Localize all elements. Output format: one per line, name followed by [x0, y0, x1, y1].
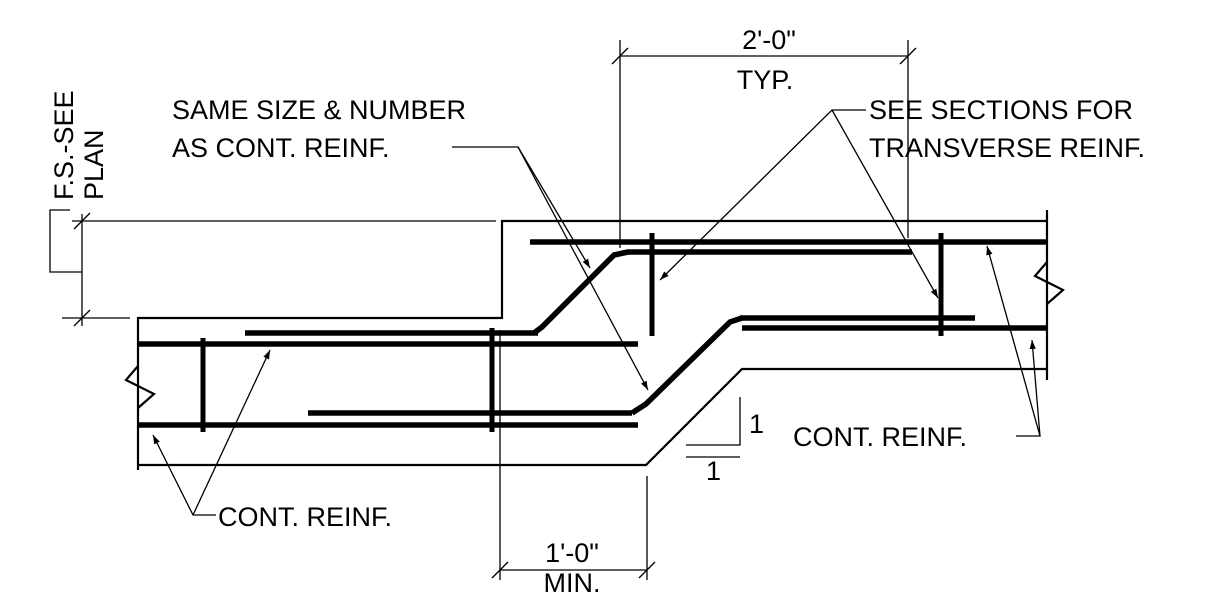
slope-symbol: [686, 397, 741, 458]
leaders: [152, 109, 1041, 516]
slope-run-label: 1: [706, 456, 721, 486]
leader-cont-reinf-left-2: [192, 349, 271, 516]
fs-label-line1: F.S.-SEE: [49, 90, 79, 200]
same-size-label-line1: SAME SIZE & NUMBER: [172, 95, 466, 125]
break-symbol-right: [1033, 261, 1065, 305]
transverse-ties: [200, 233, 944, 432]
bent-bar-bottom: [630, 315, 743, 416]
text-labels: 2'-0" TYP. 1'-0" MIN. SAME SIZE & NUMBER…: [49, 25, 1145, 598]
leader-cont-reinf-left: [152, 434, 216, 516]
break-symbol-left: [124, 365, 156, 409]
see-sections-label-line1: SEE SECTIONS FOR: [869, 95, 1133, 125]
overlap-dimension-note: MIN.: [544, 568, 601, 598]
leader-see-sections-2: [831, 109, 939, 299]
same-size-label-line2: AS CONT. REINF.: [172, 133, 390, 163]
upper-footing-top-edge: [136, 219, 1047, 470]
step-dimension-note: TYP.: [737, 65, 794, 95]
dimension-1ft: [491, 330, 656, 580]
footing-bottom-edge: [138, 367, 1047, 467]
leader-cont-reinf-right-2: [1029, 339, 1041, 437]
cont-reinf-left-label: CONT. REINF.: [218, 502, 392, 532]
see-sections-label-line2: TRANSVERSE REINF.: [869, 133, 1145, 163]
reinforcing-bars: [138, 239, 1047, 428]
overlap-dimension-label: 1'-0": [545, 538, 599, 568]
leader-same-size: [452, 146, 649, 391]
cont-reinf-right-label: CONT. REINF.: [793, 422, 967, 452]
leader-same-size-2: [517, 146, 591, 269]
concrete-outline: [124, 210, 1065, 470]
dimension-fs: [49, 209, 496, 327]
step-dimension-label: 2'-0": [742, 25, 796, 55]
slope-rise-label: 1: [749, 409, 764, 439]
fs-label-line2: PLAN: [79, 129, 109, 200]
dimension-2ft: [611, 40, 917, 248]
bent-bar-top: [532, 249, 912, 336]
